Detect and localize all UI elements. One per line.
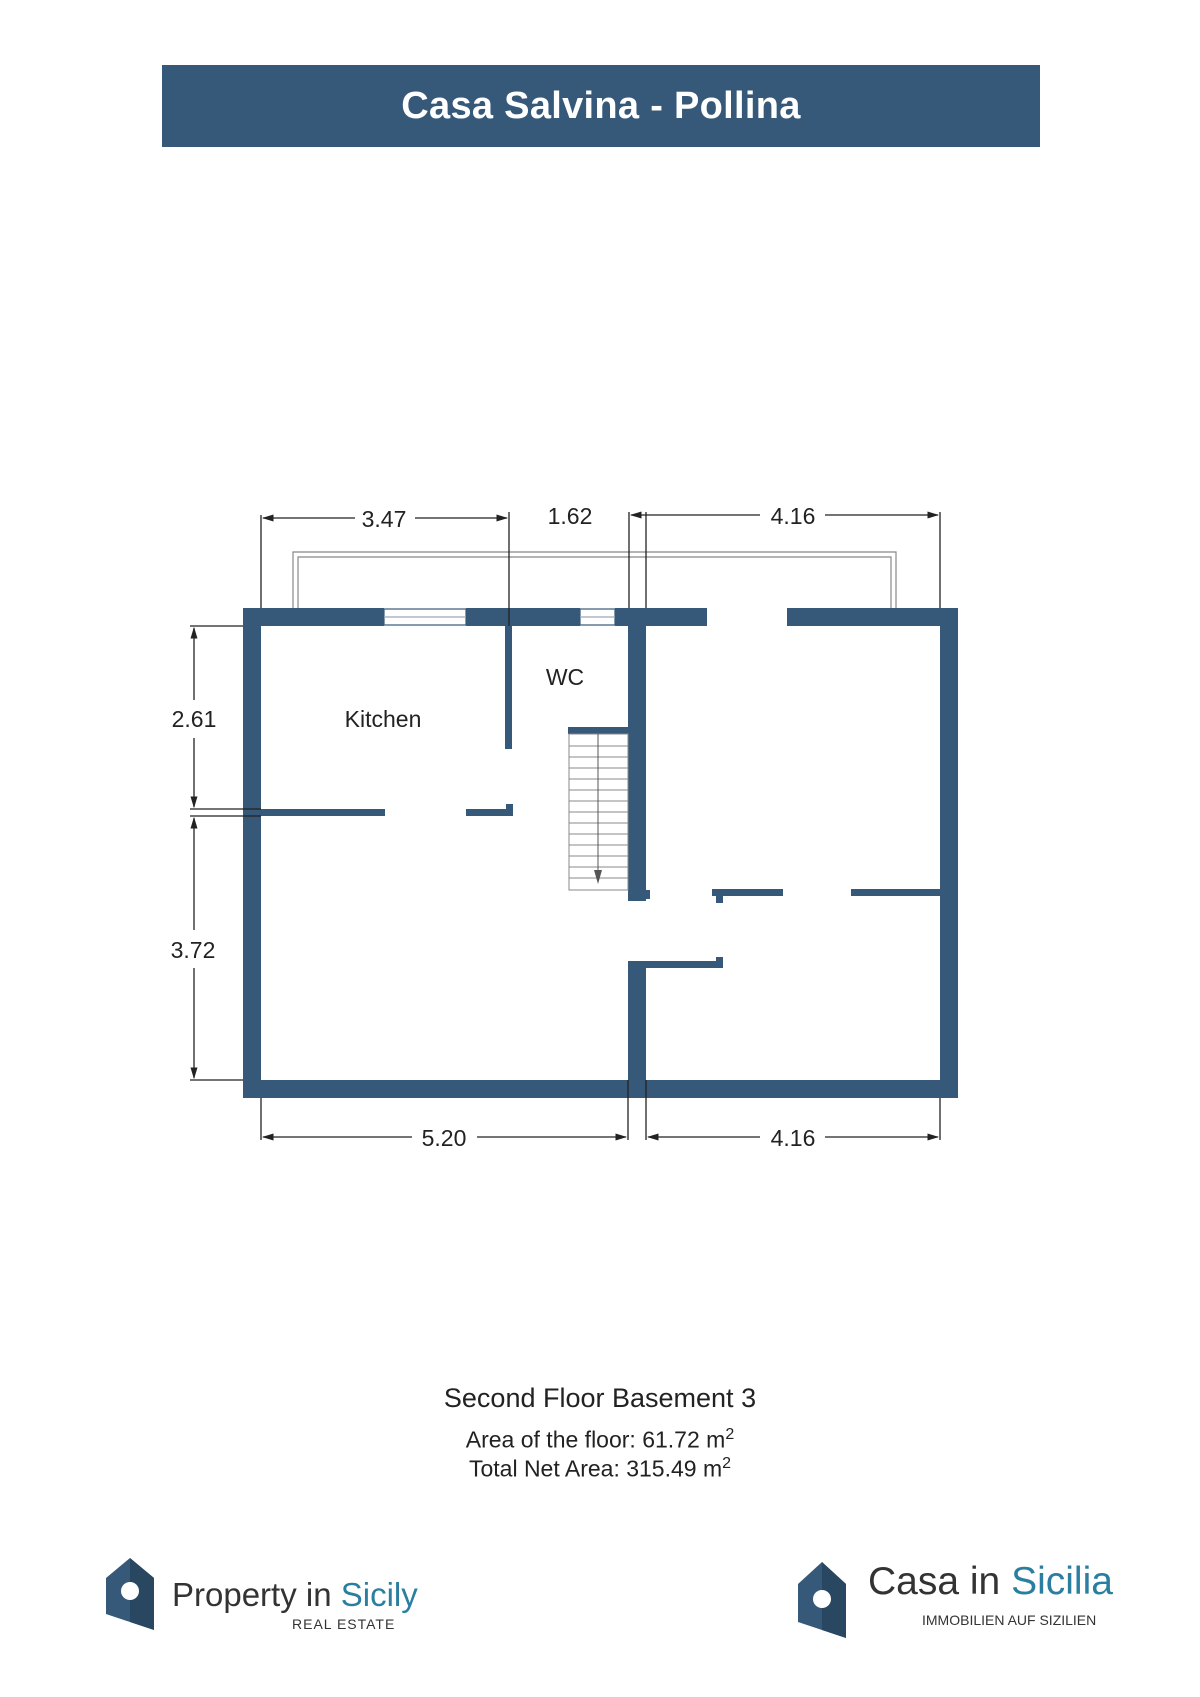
logo-right-name: Casa in Sicilia [868,1560,1113,1604]
logo-casa-in-sicilia: Casa in Sicilia IMMOBILIEN AUF SIZILIEN [796,1556,1126,1638]
wall-central-lower [628,961,646,1081]
house-icon [106,1558,154,1630]
dimension-labels: 3.47 1.62 4.16 2.61 3.72 5.20 4.16 [171,503,816,1151]
dim-top-left: 3.47 [362,506,407,532]
logo-right-name-part2: Sicilia [1011,1560,1113,1603]
exterior-walls [243,608,958,1098]
floor-area: Area of the floor: 61.72 m2 [0,1426,1200,1454]
floor-plan: Kitchen WC 3.47 [171,503,958,1151]
wall-kitchen-wc [505,626,512,749]
wall-stair-top [568,727,629,734]
dim-top-right: 4.16 [771,503,816,529]
windows [383,608,616,626]
staircase [568,733,629,891]
logo-right-tagline: IMMOBILIEN AUF SIZILIEN [922,1612,1097,1628]
wall-top-right-b [787,608,958,626]
house-icon [798,1562,846,1638]
page-title: Casa Salvina - Pollina [401,84,801,127]
logo-left-name-part1: Property in [172,1576,341,1613]
interior-walls [261,608,941,1081]
wall-small-room-top [628,961,723,968]
logo-left-tagline: REAL ESTATE [292,1616,396,1632]
dim-bottom-right: 4.16 [771,1125,816,1151]
floor-name: Second Floor Basement 3 [443,1383,757,1413]
logo-left-name: Property in Sicily [172,1576,418,1614]
room-label-wc: WC [546,664,584,690]
wall-top-middle [466,608,580,626]
dimension-lines [190,511,941,1141]
wall-hall-right-a [712,889,783,896]
dim-top-middle: 1.62 [548,503,593,529]
wall-kitchen-bottom-left [261,809,385,816]
total-net-area: Total Net Area: 315.49 m2 [0,1455,1200,1483]
total-area-unit-exponent: 2 [722,1455,732,1472]
room-label-kitchen: Kitchen [345,706,422,732]
wall-left [243,608,261,1098]
balcony-railing [292,551,897,608]
floor-area-unit-exponent: 2 [725,1426,735,1443]
total-area-label: Total Net Area: 315.49 m [468,1455,723,1482]
wall-kitchen-bottom-right [466,809,512,816]
wall-central-upper [628,608,646,901]
wall-bottom [243,1080,958,1098]
logo-left-name-part2: Sicily [340,1576,418,1613]
wall-right [940,608,958,1098]
title-banner: Casa Salvina - Pollina [162,65,1040,147]
dim-bottom-left: 5.20 [422,1125,467,1151]
dim-left-lower: 3.72 [171,937,216,963]
wall-hall-right-b [851,889,941,896]
floor-area-label: Area of the floor: 61.72 m [465,1426,726,1453]
logo-property-in-sicily: Property in Sicily REAL ESTATE [104,1556,424,1636]
logo-right-name-part1: Casa in [868,1560,1012,1603]
wall-top-left [243,608,384,626]
dim-left-upper: 2.61 [172,706,217,732]
